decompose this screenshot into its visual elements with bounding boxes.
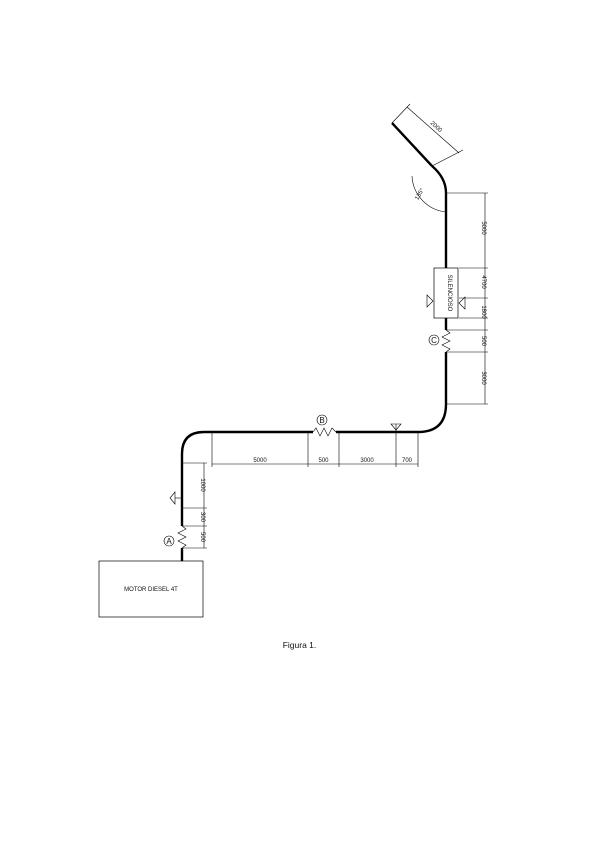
joint-c-label: C xyxy=(431,336,437,345)
dim-700: 700 xyxy=(402,458,413,464)
bend-2 xyxy=(417,403,448,434)
joint-b-circle xyxy=(316,414,328,426)
joint-c-circle xyxy=(428,334,440,346)
silencer-support-right-icon xyxy=(458,296,466,310)
dim-500-c: 500 xyxy=(480,336,486,347)
dim-500-b: 500 xyxy=(318,458,329,464)
silencer-support-left-icon xyxy=(426,294,434,308)
flex-joint-c xyxy=(441,329,451,353)
dim-angle: 135° xyxy=(414,187,426,201)
joint-a-label: A xyxy=(166,537,172,546)
riser-support-icon xyxy=(169,491,176,505)
dim-1800: 1800 xyxy=(480,305,486,319)
motor-label: MOTOR DIESEL 4T xyxy=(124,587,178,593)
horizontal-support-icon xyxy=(390,423,402,431)
dim-3000-v: 3000 xyxy=(480,371,486,385)
figure-caption: Figura 1. xyxy=(282,640,317,650)
dim-5000-h: 5000 xyxy=(253,458,267,464)
silencer-box xyxy=(433,267,459,319)
flex-joint-a xyxy=(177,525,187,549)
dim-5000-v: 5000 xyxy=(480,221,486,235)
joint-b-label: B xyxy=(319,416,324,425)
dim-3000-h: 3000 xyxy=(360,458,374,464)
bend-1 xyxy=(180,430,205,455)
motor-box xyxy=(98,560,204,618)
dim-4700: 4700 xyxy=(480,275,486,289)
angle-arc xyxy=(411,175,447,213)
dim-diag-line xyxy=(406,106,460,154)
dim-500-a: 500 xyxy=(199,532,205,543)
dim-1000: 1000 xyxy=(199,478,205,492)
bend-3 xyxy=(431,165,448,194)
silencer-label: SILENCIOSO xyxy=(446,275,452,312)
dim-diag-ext-2 xyxy=(431,149,464,167)
joint-a-circle xyxy=(163,535,175,547)
dim-diag-ext-1 xyxy=(391,103,411,124)
dim-300: 300 xyxy=(199,512,205,523)
outlet-pipe xyxy=(391,122,433,167)
flex-joint-b xyxy=(312,427,337,437)
